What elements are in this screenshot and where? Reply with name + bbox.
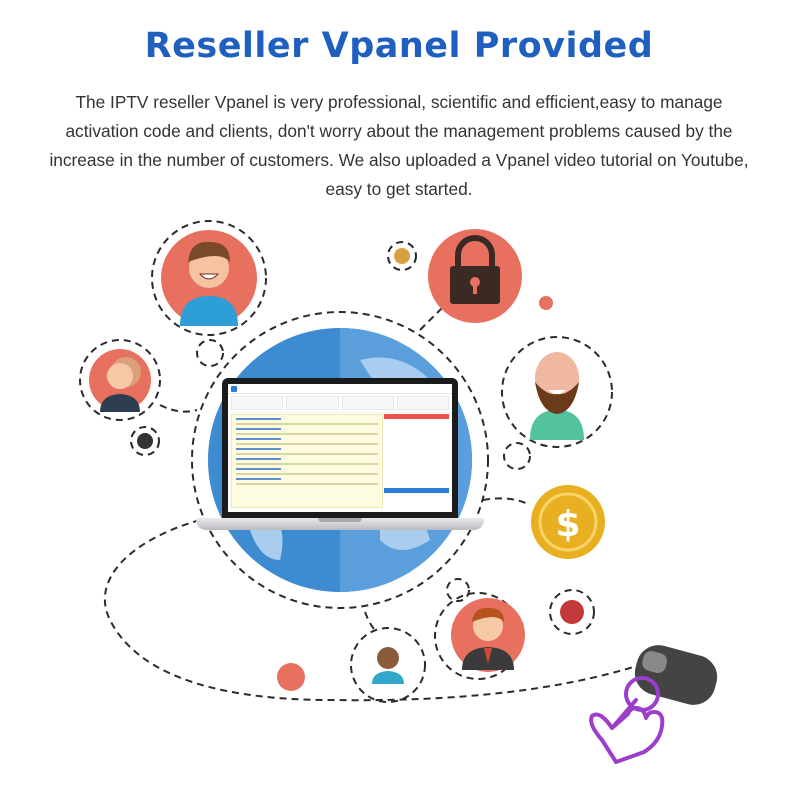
description-text: The IPTV reseller Vpanel is very profess…	[49, 92, 749, 199]
computer-mouse-icon	[634, 645, 718, 705]
laptop-screen	[228, 384, 452, 512]
avatar-woman-icon	[89, 349, 151, 412]
pointing-hand-icon	[589, 676, 665, 764]
screen-side-panel	[384, 414, 449, 508]
screen-panel-list	[231, 414, 383, 508]
avatar-bearded-man-icon	[510, 345, 604, 440]
laptop-icon	[222, 378, 458, 518]
page-title: Reseller Vpanel Provided	[144, 26, 654, 66]
decorative-dot	[277, 663, 305, 691]
laptop-notch	[318, 518, 362, 522]
dollar-coin-icon: $	[531, 485, 605, 559]
dashed-connector-lines	[79, 220, 641, 703]
avatar-smiling-man-icon	[161, 230, 257, 326]
decorative-dot	[539, 296, 553, 310]
lock-icon	[428, 229, 522, 323]
svg-text:$: $	[555, 504, 580, 545]
avatar-small-icons	[137, 248, 584, 693]
avatar-businessman-icon	[451, 598, 525, 672]
laptop-base	[196, 518, 484, 530]
